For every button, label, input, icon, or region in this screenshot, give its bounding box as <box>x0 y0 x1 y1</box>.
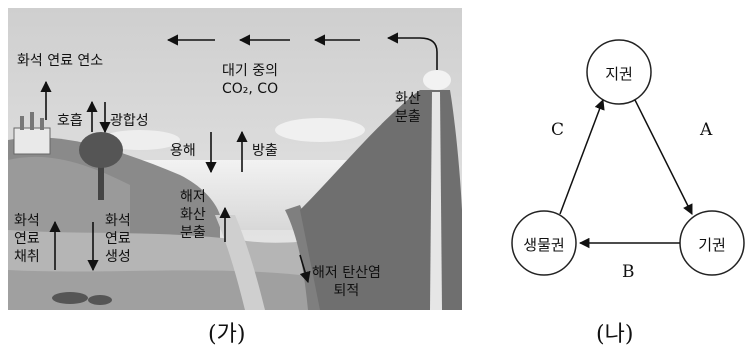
sphere-cycle-diagram <box>511 39 745 276</box>
factory-chimney <box>30 112 34 130</box>
factory <box>13 127 51 155</box>
label-atmosphere-co2: 대기 중의 CO₂, CO <box>222 63 279 97</box>
edge-label-b: B <box>622 262 635 282</box>
caption-na: (나) <box>596 322 634 347</box>
label-fossil-mining: 화석 연료 채취 <box>14 213 40 265</box>
tree-crown <box>79 132 123 168</box>
node-geosphere <box>586 39 652 105</box>
node-biosphere <box>511 210 577 276</box>
seafloor-trench <box>215 215 265 310</box>
tree-trunk <box>98 160 104 200</box>
magma-pipe <box>430 92 442 310</box>
label-respiration: 호흡 <box>57 113 83 129</box>
factory-chimney <box>20 116 24 130</box>
label-photosynthesis: 광합성 <box>110 113 149 129</box>
caption-ga: (가) <box>208 322 246 347</box>
label-seafloor-volcano: 해저 화산 분출 <box>180 189 206 241</box>
node-label-biosphere: 생물권 <box>523 236 565 254</box>
label-carbonate-deposit: 해저 탄산염 퇴적 <box>312 265 381 299</box>
fossil-fuel-deposit <box>52 292 88 304</box>
node-label-geosphere: 지권 <box>605 65 633 83</box>
factory-chimney <box>40 118 44 130</box>
edge-c <box>559 99 605 215</box>
label-fossil-formation: 화석 연료 생성 <box>105 213 131 265</box>
arrow-volcano-to-atmo <box>386 32 438 70</box>
label-fossil-combustion: 화석 연료 연소 <box>17 53 104 69</box>
edge-label-a: A <box>700 120 713 140</box>
edge-a <box>634 99 693 215</box>
cloud <box>275 118 365 142</box>
carbon-cycle-illustration <box>8 8 462 310</box>
fossil-fuel-deposit <box>88 295 112 305</box>
node-label-atmosphere: 기권 <box>698 236 726 254</box>
arrow-carbonate <box>299 254 311 284</box>
label-release: 방출 <box>252 143 278 159</box>
label-volcano-eruption: 화산 분출 <box>395 91 421 125</box>
label-dissolution: 용해 <box>170 143 196 159</box>
volcano-smoke <box>423 70 451 90</box>
edge-label-c: C <box>551 120 565 140</box>
volcano <box>300 90 462 310</box>
